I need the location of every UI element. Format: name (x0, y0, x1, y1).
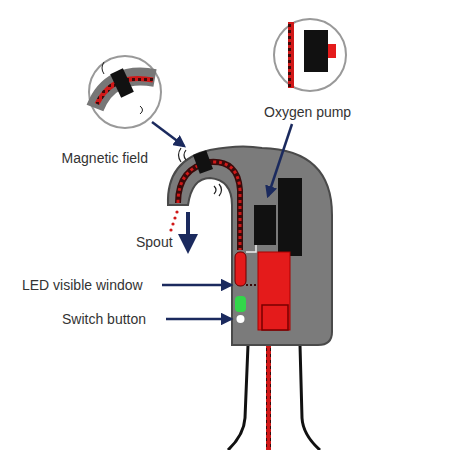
inset-pump (274, 19, 346, 91)
spout-drops (169, 210, 178, 231)
field-arcs (179, 148, 222, 196)
pump-block (278, 178, 302, 256)
pump-hose (246, 245, 256, 252)
leader-arrows (152, 122, 292, 319)
aerator-body (168, 146, 332, 345)
part-label: Magnetic field (62, 150, 148, 166)
part-label: Oxygen pump (264, 104, 351, 120)
internal-tube-dash (178, 162, 240, 250)
led-window (235, 252, 246, 286)
pump-motor (254, 205, 276, 245)
bottle-neck (228, 345, 320, 450)
switch-dot (237, 315, 245, 323)
part-label: Switch button (62, 311, 146, 327)
intake-tube (266, 340, 271, 450)
part-label: Spout (136, 234, 173, 250)
part-label: LED visible window (22, 277, 143, 293)
battery (262, 305, 288, 330)
switch-button (235, 296, 246, 312)
magnet (193, 150, 213, 174)
circuit-board (258, 252, 290, 330)
inset-magnet (89, 56, 161, 128)
internal-tube (178, 162, 240, 250)
